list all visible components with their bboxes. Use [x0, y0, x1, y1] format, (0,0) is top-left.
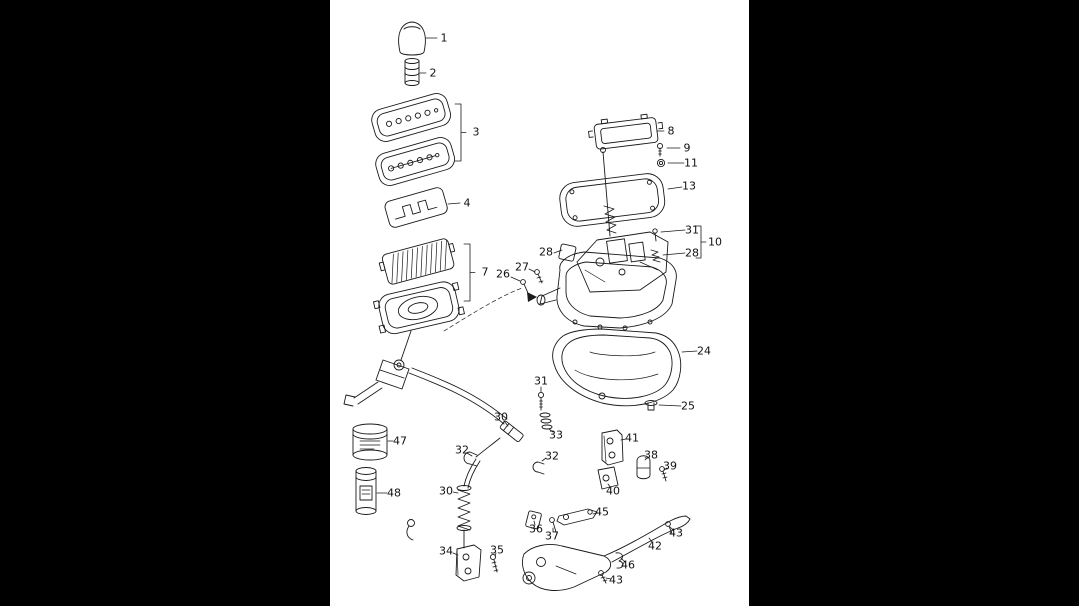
cable-end-fitting-30 — [475, 420, 524, 458]
callout-43: 43 — [669, 526, 683, 540]
retaining-frame — [588, 113, 664, 150]
bracket-for-3 — [454, 103, 467, 162]
gasket-frame — [559, 173, 666, 227]
callout-30: 30 — [494, 410, 508, 424]
callout-36: 36 — [529, 522, 543, 536]
vented-cover — [378, 238, 456, 285]
knob-collar — [404, 58, 420, 86]
nut-11 — [656, 158, 666, 168]
callout-3: 3 — [472, 125, 480, 139]
callout-33: 33 — [549, 428, 563, 442]
callout-4: 4 — [463, 196, 471, 210]
callout-32: 32 — [455, 443, 469, 457]
screw-27 — [534, 269, 544, 284]
clamp-38 — [636, 455, 651, 480]
callout-28: 28 — [539, 245, 553, 259]
bracket-40 — [597, 466, 619, 490]
spring-30 — [456, 485, 472, 549]
bracket-for-7 — [463, 243, 476, 302]
callout-10: 10 — [708, 235, 722, 249]
callout-47: 47 — [393, 434, 407, 448]
callout-1: 1 — [440, 31, 448, 45]
callout-31: 31 — [534, 374, 548, 388]
callout-26: 26 — [496, 267, 510, 281]
screw-43-upper — [665, 521, 673, 535]
callout-9: 9 — [683, 141, 691, 155]
tube-48 — [355, 467, 377, 515]
callout-27: 27 — [515, 260, 529, 274]
clip-46 — [615, 552, 624, 569]
gate-plate — [384, 187, 448, 228]
trim-plate-lower — [375, 137, 456, 186]
washers-33 — [539, 412, 553, 430]
callout-48: 48 — [387, 486, 401, 500]
shift-mechanism-block — [576, 228, 669, 293]
callout-39: 39 — [663, 459, 677, 473]
screw-39 — [659, 466, 668, 482]
callout-41: 41 — [625, 431, 639, 445]
callout-13: 13 — [682, 179, 696, 193]
callout-30: 30 — [439, 484, 453, 498]
callout-28: 28 — [685, 246, 699, 260]
callout-42: 42 — [648, 539, 662, 553]
clip-32-left — [463, 451, 478, 467]
leader-lines — [376, 37, 707, 580]
canister-47 — [352, 423, 388, 461]
bracket-41 — [601, 429, 624, 466]
bracket-for-10 — [695, 225, 707, 259]
shift-lever-assembly — [343, 287, 523, 425]
callout-38: 38 — [644, 448, 658, 462]
callout-37: 37 — [545, 529, 559, 543]
callout-34: 34 — [439, 544, 453, 558]
callout-35: 35 — [490, 543, 504, 557]
base-tray — [552, 328, 682, 407]
callout-32: 32 — [545, 449, 559, 463]
selector-lever-rod — [600, 147, 617, 237]
screw-43-lower — [598, 570, 608, 584]
callout-40: 40 — [606, 484, 620, 498]
direction-arrow — [527, 292, 537, 302]
callout-25: 25 — [681, 399, 695, 413]
clip-32-right — [532, 461, 545, 475]
screw-9 — [656, 142, 664, 157]
stop-block-28 — [558, 243, 577, 262]
boot-frame — [373, 281, 465, 335]
lever-45 — [556, 508, 598, 526]
diagram-page — [330, 0, 749, 606]
screw-35 — [489, 553, 499, 573]
bracket-34 — [455, 544, 482, 582]
selector-rod-42 — [521, 515, 691, 591]
small-clip — [406, 519, 415, 541]
callout-11: 11 — [684, 156, 698, 170]
plug-25 — [644, 400, 658, 411]
callout-45: 45 — [595, 505, 609, 519]
callout-8: 8 — [667, 124, 675, 138]
bolt-31 — [537, 391, 545, 411]
callout-7: 7 — [481, 265, 489, 279]
callout-2: 2 — [429, 66, 437, 80]
callout-43: 43 — [609, 573, 623, 587]
bracket-36 — [525, 510, 542, 530]
trim-plate-upper — [371, 93, 452, 142]
callout-24: 24 — [697, 344, 711, 358]
pin-26 — [520, 279, 529, 294]
callout-31: 31 — [685, 223, 699, 237]
callout-46: 46 — [621, 558, 635, 572]
gear-knob — [398, 21, 426, 56]
pin-37 — [549, 517, 557, 533]
